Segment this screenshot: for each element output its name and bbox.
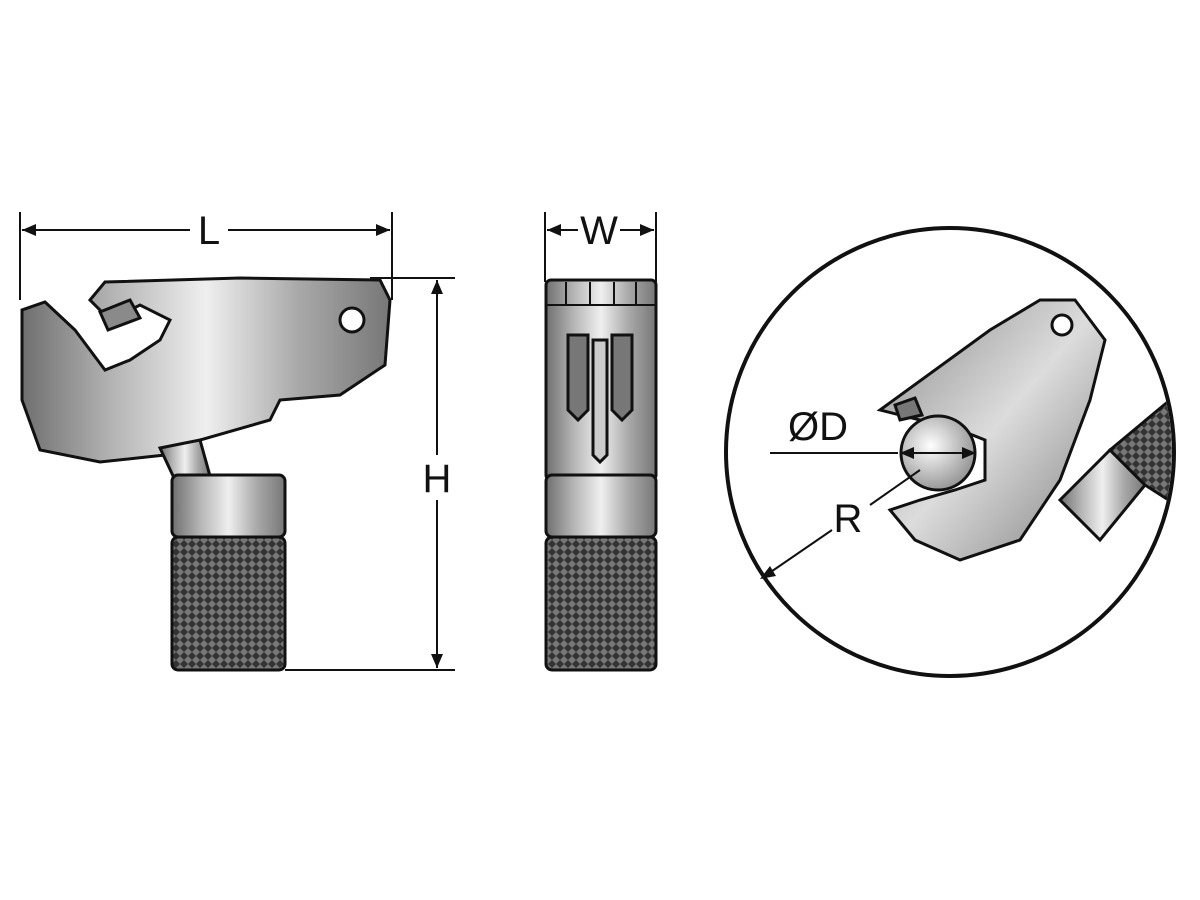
detail-knurled-handle bbox=[1107, 397, 1172, 523]
dimension-height: H bbox=[285, 277, 455, 671]
handle-collar bbox=[170, 473, 287, 539]
cutter-body bbox=[20, 276, 392, 464]
detail-mount-hole bbox=[1050, 313, 1074, 337]
mount-hole bbox=[338, 306, 366, 334]
cutting-wheel-blade bbox=[97, 298, 143, 332]
diameter-label: ØD bbox=[788, 405, 848, 449]
blade-slot-left bbox=[566, 333, 590, 423]
knurled-handle bbox=[170, 535, 287, 672]
dimension-width: W bbox=[544, 209, 657, 282]
length-label: L bbox=[198, 209, 220, 253]
knurled-handle-front bbox=[544, 535, 658, 672]
blade-center bbox=[591, 338, 609, 465]
side-view bbox=[20, 276, 392, 672]
width-label: W bbox=[580, 209, 618, 253]
detail-view: ØD R bbox=[724, 226, 1176, 678]
detail-cutter-body bbox=[876, 298, 1107, 562]
blade-slot-right bbox=[610, 333, 634, 423]
dimension-length: L bbox=[19, 209, 393, 300]
detail-blade bbox=[893, 396, 925, 422]
front-view bbox=[544, 278, 658, 672]
radius-label: R bbox=[834, 497, 863, 541]
height-label: H bbox=[423, 457, 452, 501]
handle-collar-front bbox=[544, 473, 658, 539]
